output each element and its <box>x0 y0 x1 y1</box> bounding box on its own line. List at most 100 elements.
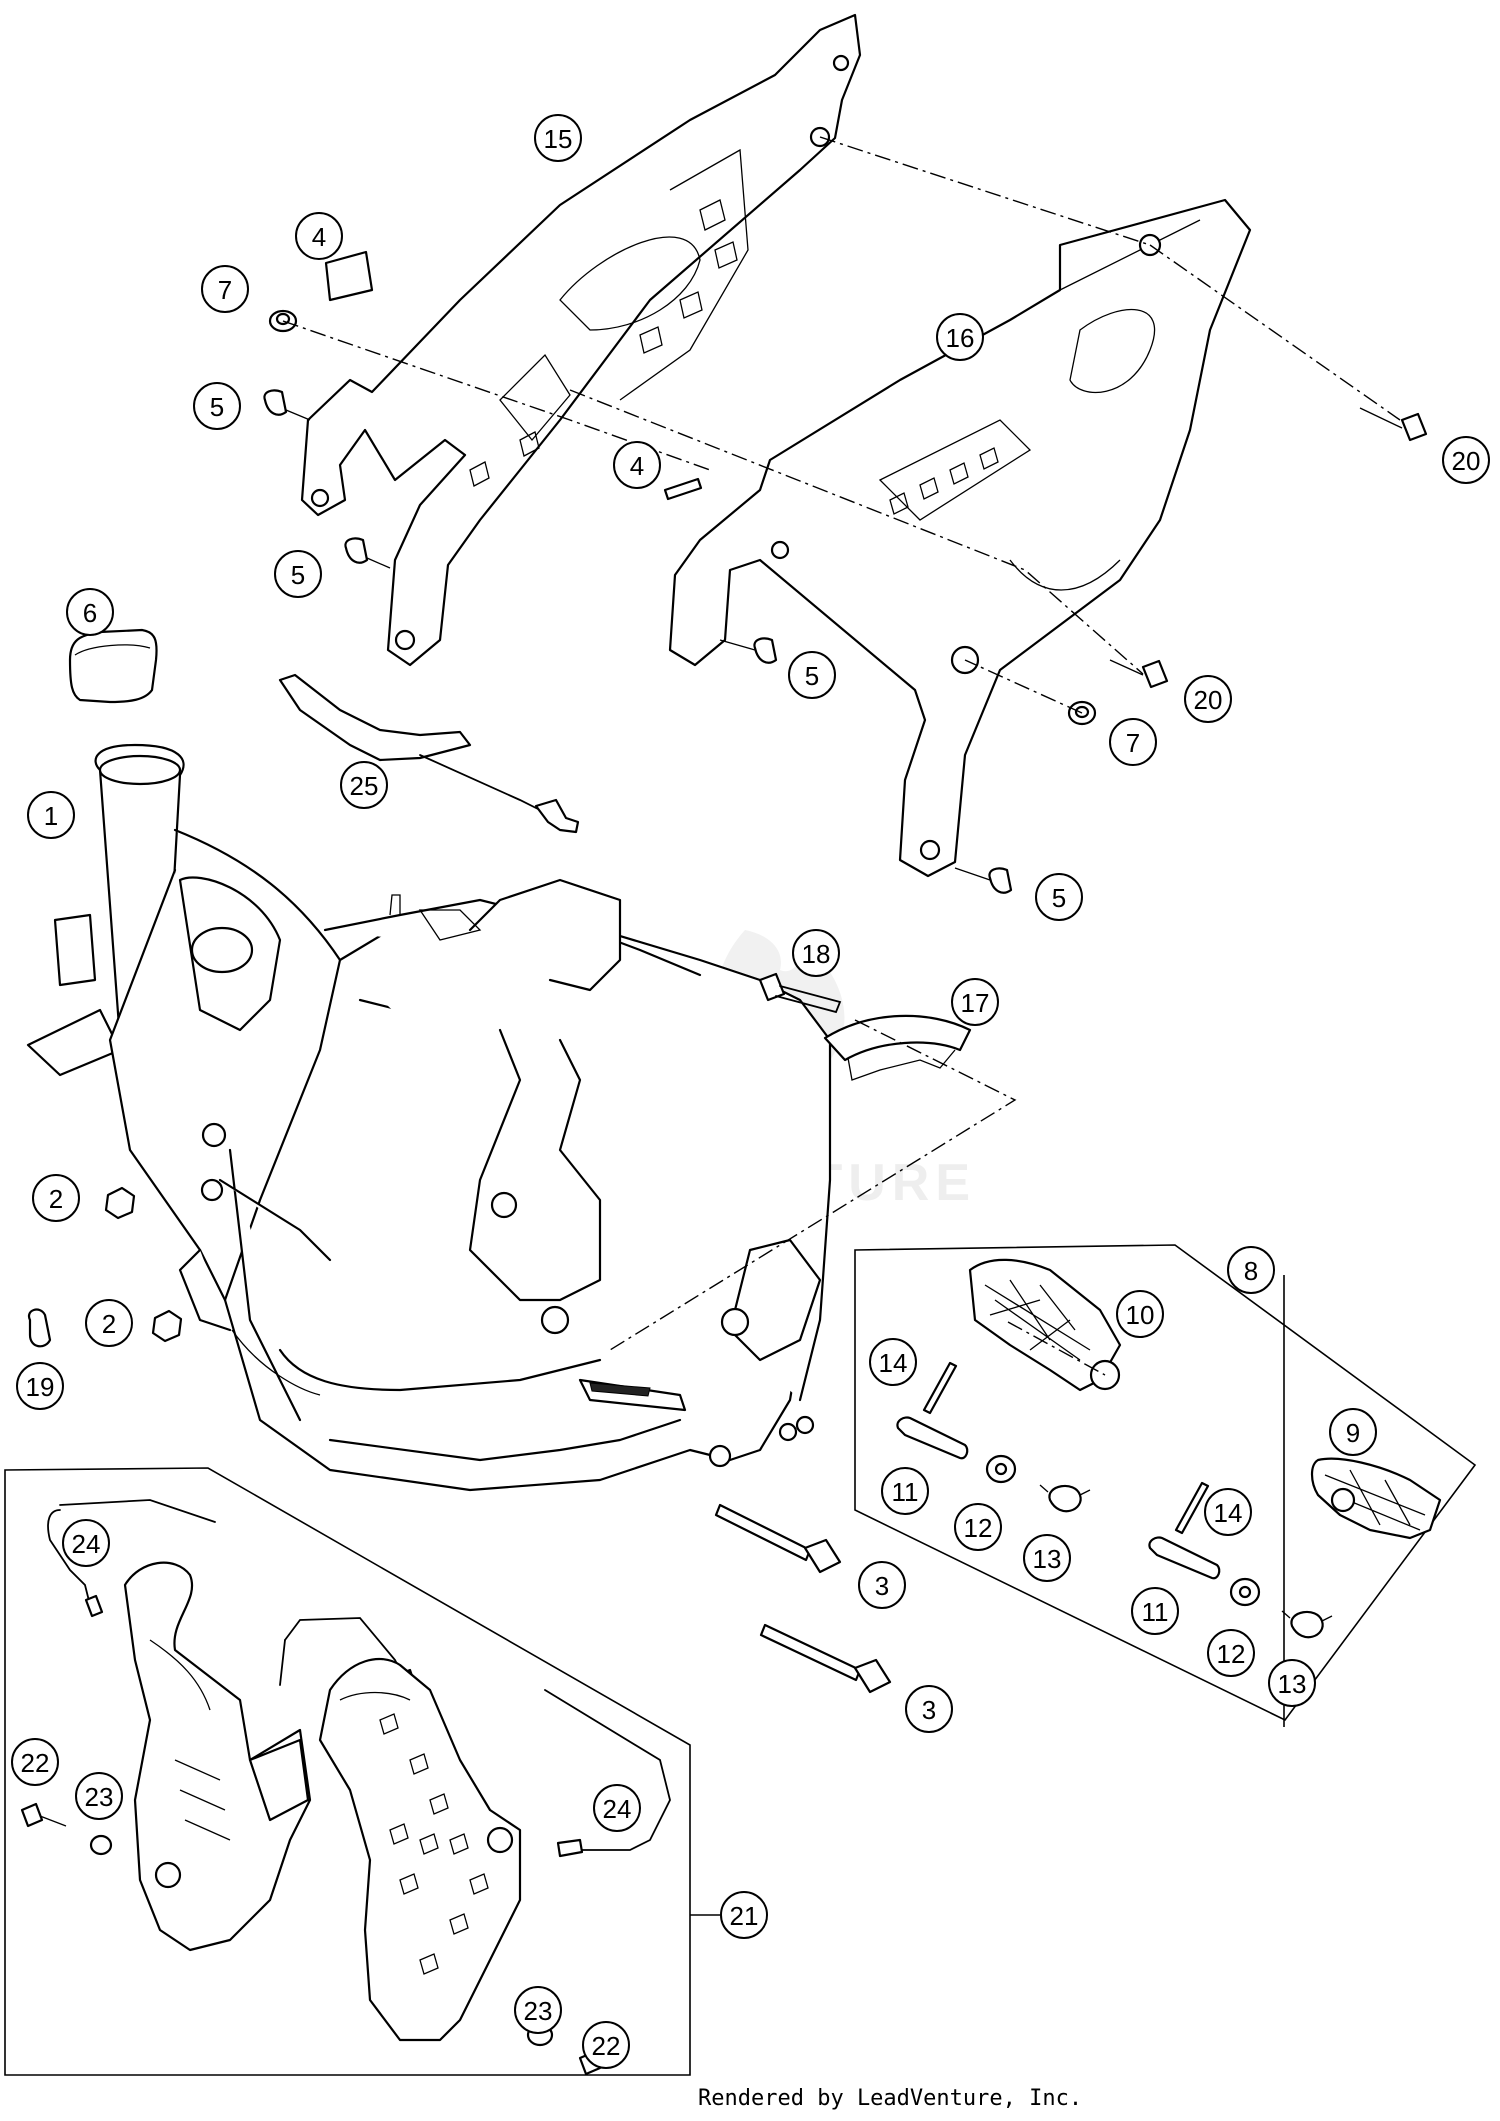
callout-10: 10 <box>1116 1290 1164 1338</box>
callout-circle <box>1023 1534 1071 1582</box>
callout-circle <box>951 978 999 1026</box>
callout-number: 5 <box>210 392 224 422</box>
callout-25: 25 <box>340 761 388 809</box>
callout-circle <box>593 1784 641 1832</box>
callout-number: 4 <box>312 222 326 252</box>
callout-circle <box>788 651 836 699</box>
callout-circle <box>193 382 241 430</box>
callout-number: 16 <box>946 323 975 353</box>
callout-circle <box>62 1519 110 1567</box>
callout-number: 3 <box>875 1571 889 1601</box>
callout-22: 22 <box>11 1738 59 1786</box>
callout-circle <box>1116 1290 1164 1338</box>
callout-number: 20 <box>1452 446 1481 476</box>
callout-number: 14 <box>879 1348 908 1378</box>
callout-circle <box>75 1772 123 1820</box>
callout-4: 4 <box>613 441 661 489</box>
callout-18: 18 <box>792 929 840 977</box>
callout-circle <box>1204 1488 1252 1536</box>
callout-circle <box>1442 436 1490 484</box>
callout-number: 4 <box>630 451 644 481</box>
callout-2: 2 <box>85 1299 133 1347</box>
callout-12: 12 <box>954 1503 1002 1551</box>
callout-number: 5 <box>291 560 305 590</box>
callout-number: 19 <box>26 1372 55 1402</box>
callout-leaders <box>690 1275 1285 1916</box>
callout-number: 7 <box>1126 728 1140 758</box>
callout-2: 2 <box>32 1174 80 1222</box>
callout-6: 6 <box>66 588 114 636</box>
callout-circle <box>11 1738 59 1786</box>
callout-circle <box>16 1362 64 1410</box>
callout-5: 5 <box>1035 873 1083 921</box>
assembly-lines <box>282 136 1401 1376</box>
callout-13: 13 <box>1023 1534 1071 1582</box>
callout-5: 5 <box>193 382 241 430</box>
callout-9: 9 <box>1329 1408 1377 1456</box>
callout-number: 24 <box>603 1794 632 1824</box>
callout-number: 24 <box>72 1529 101 1559</box>
callout-number: 18 <box>802 939 831 969</box>
callout-circle <box>869 1338 917 1386</box>
callout-circle <box>936 313 984 361</box>
callout-14: 14 <box>869 1338 917 1386</box>
callout-number: 11 <box>892 1477 919 1507</box>
callout-1: 1 <box>27 791 75 839</box>
callout-11: 11 <box>881 1467 929 1515</box>
callout-number: 10 <box>1126 1300 1155 1330</box>
hardware-parts <box>27 250 1428 1694</box>
footpeg-kit <box>854 1244 1477 1722</box>
callout-circle <box>295 212 343 260</box>
callout-24: 24 <box>593 1784 641 1832</box>
subframe-left-part <box>300 13 862 667</box>
callout-circle <box>582 2021 630 2069</box>
callout-number: 22 <box>21 1748 50 1778</box>
callout-circle <box>1109 718 1157 766</box>
callout-24: 24 <box>62 1519 110 1567</box>
callout-16: 16 <box>936 313 984 361</box>
callout-number: 8 <box>1244 1256 1258 1286</box>
callout-number: 22 <box>592 2031 621 2061</box>
callout-8: 8 <box>1227 1246 1275 1294</box>
callout-7: 7 <box>1109 718 1157 766</box>
callout-5: 5 <box>788 651 836 699</box>
callout-17: 17 <box>951 978 999 1026</box>
callout-23: 23 <box>75 1772 123 1820</box>
callout-circle <box>881 1467 929 1515</box>
callout-number: 23 <box>85 1782 114 1812</box>
callout-number: 2 <box>49 1184 63 1214</box>
callout-4: 4 <box>295 212 343 260</box>
callout-11: 11 <box>1131 1587 1179 1635</box>
callout-number: 12 <box>964 1513 993 1543</box>
callout-number: 15 <box>544 124 573 154</box>
callout-circle <box>66 588 114 636</box>
callout-circle <box>1227 1246 1275 1294</box>
callout-number: 7 <box>218 275 232 305</box>
callout-number: 17 <box>961 988 990 1018</box>
callout-circle <box>1184 675 1232 723</box>
subframe-right-part <box>668 198 1252 878</box>
render-credit: Rendered by LeadVenture, Inc. <box>698 2086 1083 2111</box>
callout-13: 13 <box>1268 1659 1316 1707</box>
callout-number: 5 <box>805 661 819 691</box>
callout-circle <box>613 441 661 489</box>
callout-circle <box>514 1986 562 2034</box>
callout-circle <box>792 929 840 977</box>
callout-number: 23 <box>524 1996 553 2026</box>
callout-circle <box>905 1685 953 1733</box>
callout-3: 3 <box>858 1561 906 1609</box>
callout-number: 1 <box>44 801 58 831</box>
callout-number: 5 <box>1052 883 1066 913</box>
callout-14: 14 <box>1204 1488 1252 1536</box>
main-frame-part <box>26 743 832 1492</box>
callout-15: 15 <box>534 114 582 162</box>
callout-circle <box>274 550 322 598</box>
callout-number: 13 <box>1278 1669 1307 1699</box>
callout-circle <box>858 1561 906 1609</box>
callout-circle <box>954 1503 1002 1551</box>
callout-number: 21 <box>730 1901 759 1931</box>
callout-21: 21 <box>720 1891 768 1939</box>
callout-circle <box>340 761 388 809</box>
callout-circle <box>1329 1408 1377 1456</box>
